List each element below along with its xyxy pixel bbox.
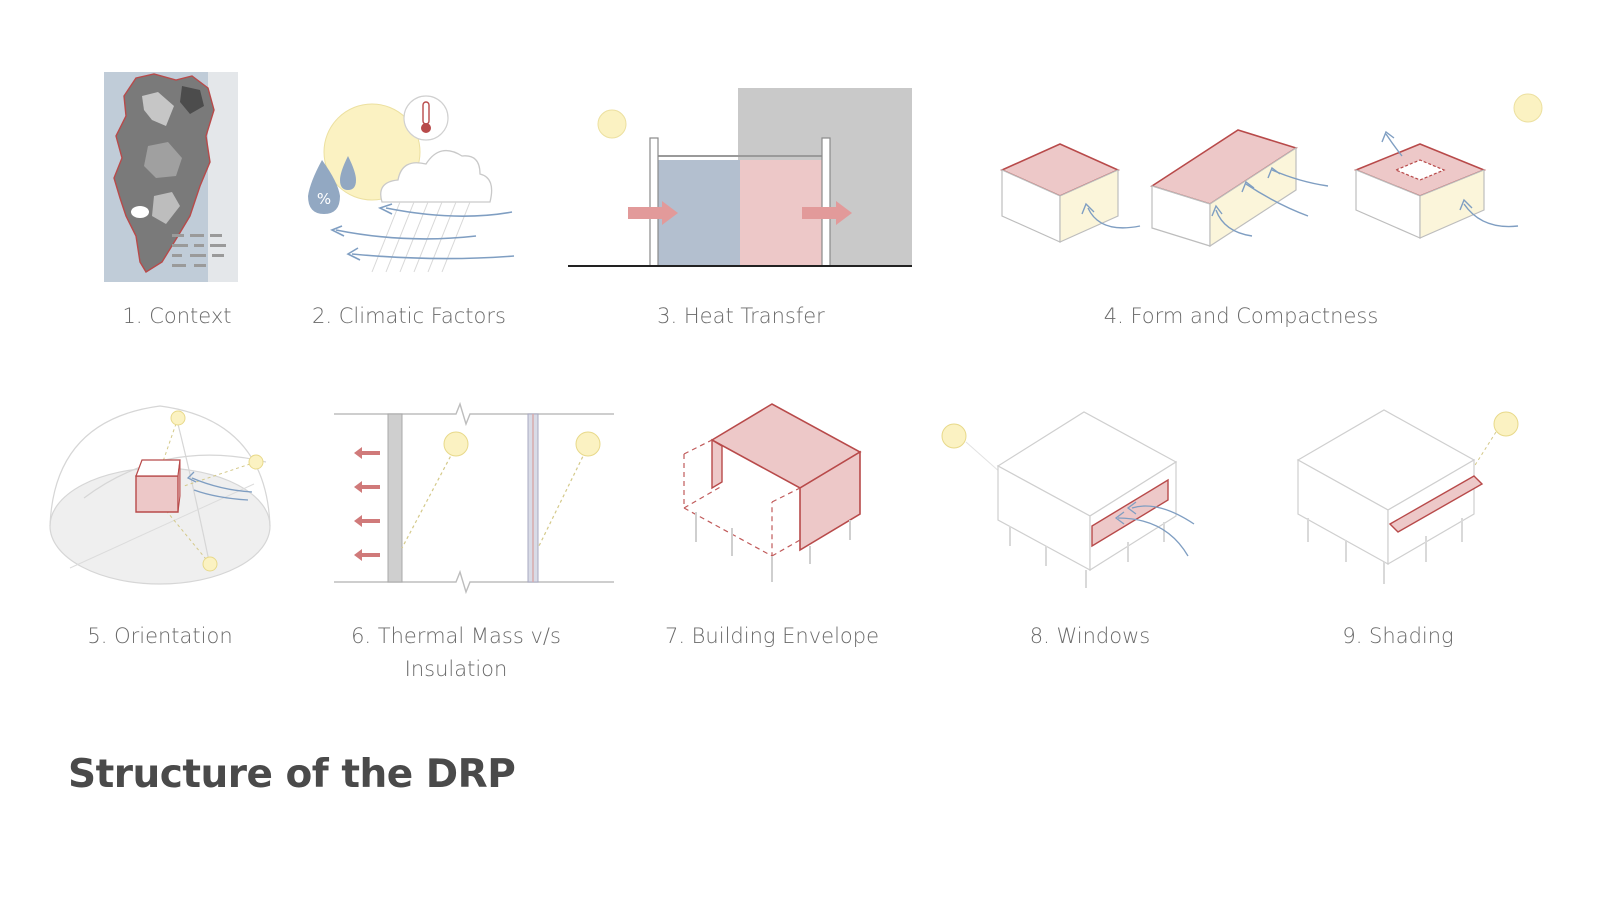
panel-shading [1290, 396, 1530, 596]
page-title: Structure of the DRP [68, 752, 516, 797]
caption-heat: 3. Heat Transfer [657, 304, 825, 328]
city-map-icon [104, 72, 238, 282]
window-box-icon [941, 411, 1195, 588]
caption-shading: 9. Shading [1342, 624, 1454, 648]
sun-cloud-rain-icon: % [308, 95, 515, 273]
shading-box-icon [1296, 409, 1519, 584]
panel-envelope [676, 396, 876, 590]
svg-text:%: % [317, 190, 331, 208]
sun-path-dome-icon [49, 405, 271, 585]
panel-climatic: % [296, 90, 526, 280]
building-blocks-icon [1000, 93, 1543, 248]
panel-context [96, 66, 246, 288]
panel-orientation [44, 398, 280, 598]
caption-climatic: 2. Climatic Factors [312, 304, 506, 328]
caption-orientation: 5. Orientation [87, 624, 233, 648]
panel-thermal [332, 398, 616, 598]
caption-windows: 8. Windows [1029, 624, 1151, 648]
wall-section-icon [334, 401, 614, 595]
caption-context: 1. Context [122, 304, 232, 328]
heat-transfer-section-icon [568, 88, 912, 267]
caption-thermal: 6. Thermal Mass v/s Insulation [336, 620, 576, 686]
caption-thermal-line-1: 6. Thermal Mass v/s [351, 624, 561, 648]
panel-form [990, 86, 1550, 256]
caption-thermal-line-2: Insulation [404, 657, 508, 681]
panel-heat [566, 86, 918, 272]
caption-envelope: 7. Building Envelope [664, 624, 880, 648]
panel-windows [936, 396, 1200, 596]
envelope-box-icon [683, 403, 862, 582]
caption-form: 4. Form and Compactness [1103, 304, 1379, 328]
